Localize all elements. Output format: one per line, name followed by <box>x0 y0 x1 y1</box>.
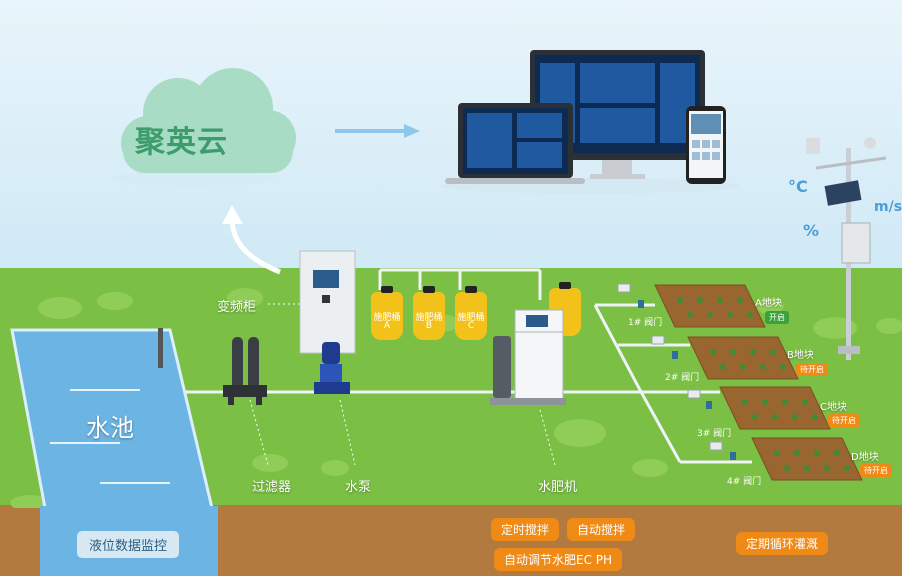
weather-station-icon <box>806 137 887 360</box>
cabinet-icon <box>299 250 356 354</box>
bucket-name: 施肥桶 <box>415 313 443 323</box>
plot-d-status-badge: 待开启 <box>860 464 892 477</box>
fertilizer-bucket-a: 施肥桶 A <box>371 286 403 340</box>
plot-b-name: B地块 <box>787 350 814 361</box>
humidity-unit: % <box>803 221 820 240</box>
bucket-letter: A <box>383 321 391 331</box>
valve-2-label: 2# 阀门 <box>665 373 700 383</box>
valve-4-label: 4# 阀门 <box>727 477 762 487</box>
level-monitor-tag: 液位数据监控 <box>77 531 180 558</box>
bucket-letter: C <box>467 321 475 331</box>
cloud-brand-text: 聚英云 <box>135 125 228 160</box>
wind-speed-unit: m/s <box>874 199 902 215</box>
cabinet-label: 变频柜 <box>217 300 257 315</box>
plot-c-status-badge: 待开启 <box>828 414 860 427</box>
monitor-devices-icon <box>440 50 740 194</box>
plot-a-name: A地块 <box>755 298 782 309</box>
plot-c-name: C地块 <box>820 402 847 413</box>
valve-1-label: 1# 阀门 <box>628 318 663 328</box>
plot-a-status-badge: 开启 <box>765 311 789 324</box>
timed-mix-tag: 定时搅拌 <box>491 518 560 541</box>
bucket-name: 施肥桶 <box>373 313 401 323</box>
bucket-name: 施肥桶 <box>457 313 485 323</box>
fertilizer-machine-icon <box>490 309 566 405</box>
plot-d-name: D地块 <box>851 452 879 463</box>
cyclic-irrigation-tag: 定期循环灌溉 <box>736 532 829 555</box>
fertilizer-bucket-b: 施肥桶 B <box>413 286 445 340</box>
auto-mix-tag: 自动搅拌 <box>567 518 636 541</box>
pump-icon <box>314 342 350 394</box>
pool-label: 水池 <box>86 414 134 442</box>
filter-icon <box>223 337 267 405</box>
fertilizer-machine-label: 水肥机 <box>538 480 578 495</box>
auto-adjust-ec-ph-tag: 自动调节水肥EC PH <box>494 548 623 571</box>
pump-label: 水泵 <box>345 480 372 495</box>
valve-3-label: 3# 阀门 <box>697 429 732 439</box>
filter-label: 过滤器 <box>252 480 292 495</box>
temperature-unit: °C <box>788 177 808 196</box>
water-pool <box>10 328 218 576</box>
plot-b-status-badge: 待开启 <box>796 363 828 376</box>
fertilizer-bucket-c: 施肥桶 C <box>455 286 487 340</box>
grass-blobs <box>10 288 902 508</box>
bucket-letter: B <box>425 321 433 331</box>
cloud-icon <box>111 68 296 186</box>
